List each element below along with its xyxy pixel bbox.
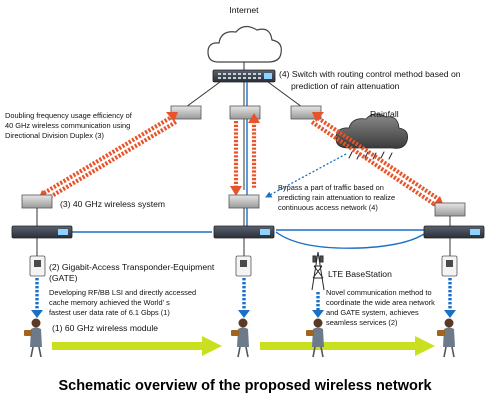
novel-label-line4: seamless services (2) (326, 318, 397, 327)
top-switch (212, 69, 276, 83)
gate-left-icon (29, 238, 46, 277)
switch-label-line2: prediction of rain attenuation (291, 81, 400, 91)
radio-links (42, 116, 442, 206)
switch-label-line1: (4) Switch with routing control method b… (279, 69, 461, 79)
lsi-label-line1: Developing RF/BB LSI and directly access… (49, 288, 196, 297)
bypass-label-line3: continuous access network (4) (278, 203, 378, 212)
lte-tower-icon (311, 251, 325, 291)
rainfall-label: Rainfall (370, 109, 399, 119)
gate-right-icon (441, 238, 458, 277)
lsi-label-line2: cache memory achieved the World’ s (49, 298, 170, 307)
lower-right-radio (434, 202, 466, 217)
person-lte-icon (306, 318, 324, 358)
movement-arrows (52, 336, 435, 356)
ddd-label-line3: Directional Division Duplex (3) (5, 131, 104, 140)
lte-label: LTE BaseStation (328, 269, 392, 279)
lower-left-radio (21, 194, 53, 209)
downlink-arrows (35, 278, 452, 312)
bypass-label-line1: Bypass a part of traffic based on (278, 183, 384, 192)
person-left-icon (24, 318, 42, 358)
lower-right-switch (423, 225, 485, 239)
person-mid-icon (231, 318, 249, 358)
novel-label-line2: coordinate the wide area network (326, 298, 435, 307)
gate-mid-icon (235, 238, 252, 277)
internet-label: Internet (229, 5, 259, 15)
lower-left-switch (11, 225, 73, 239)
internet-cloud-icon (207, 25, 282, 63)
rain-cloud-icon (335, 113, 409, 160)
gate-label-line2: (GATE) (49, 273, 78, 283)
person-right-icon (437, 318, 455, 358)
gate-label-line1: (2) Gigabit-Access Transponder-Equipment (49, 262, 215, 272)
ddd-label-line1: Doubling frequency usage efficiency of (5, 111, 133, 120)
novel-label-line3: and GATE system, achieves (326, 308, 419, 317)
bypass-label-line2: predicting rain attenuation to realize (278, 193, 395, 202)
lower-mid-radio (228, 194, 260, 209)
novel-label-line1: Novel communication method to (326, 288, 432, 297)
bypass-arrow (265, 153, 347, 198)
lower-mid-switch (213, 225, 275, 239)
sys40-label: (3) 40 GHz wireless system (60, 199, 165, 209)
ddd-label-line2: 40 GHz wireless communication using (5, 121, 130, 130)
diagram-title: Schematic overview of the proposed wirel… (58, 378, 432, 394)
lsi-label-line3: fastest user data rate of 6.1 Gbps (1) (49, 308, 170, 317)
module60-label: (1) 60 GHz wireless module (52, 323, 158, 333)
